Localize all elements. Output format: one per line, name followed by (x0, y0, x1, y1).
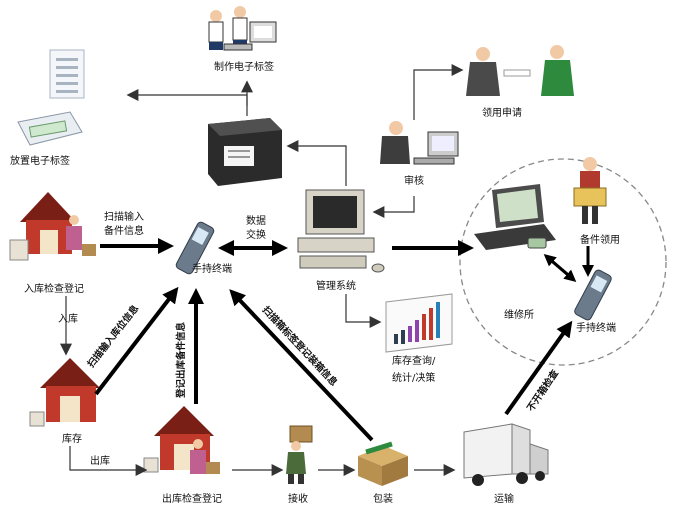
laptop-icon (474, 184, 556, 250)
computer-icon (413, 131, 459, 165)
arrow-to-query (345, 294, 382, 328)
label-scan-input-2: 备件信息 (104, 224, 144, 237)
label-make-tag: 制作电子标签 (214, 60, 274, 73)
person-icon (232, 6, 248, 50)
label-query-1: 库存查询/ (392, 354, 436, 367)
person-icon (66, 215, 96, 256)
handheld-terminal-icon (574, 269, 612, 321)
barn-icon (29, 358, 100, 427)
label-spare-use: 备件领用 (580, 233, 620, 246)
label-repair-shop: 维修所 (504, 308, 534, 321)
truck-icon (463, 423, 549, 486)
label-stock: 库存 (62, 432, 82, 445)
label-handheld-right: 手持终端 (576, 321, 616, 334)
label-inbound-check: 入库检查登记 (24, 282, 84, 295)
label-handheld-center: 手持终端 (192, 262, 232, 275)
computer-icon (223, 21, 277, 51)
tag-icon (17, 111, 83, 146)
label-scan-inbound: 扫描输入库位信息 (85, 302, 142, 370)
label-scan-input-1: 扫描输入 (104, 210, 144, 223)
tag-icon (527, 237, 547, 249)
arrow-no-open-check (504, 320, 573, 416)
label-data-1: 数据 (246, 214, 266, 227)
person-icon (541, 45, 574, 96)
document-icon (503, 69, 531, 77)
computer-icon (297, 189, 385, 273)
label-outbound: 出库 (90, 454, 110, 467)
person-icon (380, 121, 410, 164)
label-outbound-check: 出库检查登记 (162, 492, 222, 505)
person-icon (208, 10, 224, 50)
arrow-scan-inbound (94, 286, 179, 396)
box-icon (358, 441, 408, 486)
person-icon (573, 157, 607, 224)
person-icon (190, 439, 220, 474)
label-scan-box: 扫描箱标签登记装箱信息 (260, 304, 340, 389)
repair-shop-boundary (459, 158, 667, 366)
barn-icon (143, 406, 214, 473)
label-register-outbound: 登记出库备件信息 (175, 321, 187, 399)
arrow-review-to-system (372, 196, 415, 218)
arrow-outbound (69, 446, 148, 476)
label-data-2: 交换 (246, 228, 266, 241)
tag-icon (49, 49, 85, 99)
arrow-to-apply (413, 64, 464, 120)
label-transport: 运输 (494, 492, 514, 505)
bar-chart-icon (385, 293, 453, 353)
label-review: 审核 (404, 174, 424, 187)
arrow-handheld-to-laptop (543, 254, 575, 282)
person-icon (286, 425, 313, 484)
arrow-to-printer (286, 140, 347, 186)
label-no-open: 不开箱检查 (525, 367, 562, 414)
handheld-terminal-icon (175, 221, 215, 275)
label-inbound: 入库 (58, 312, 78, 325)
label-mgmt-system: 管理系统 (316, 279, 356, 292)
arrow-to-place-tag (126, 89, 248, 106)
label-apply: 领用申请 (482, 106, 522, 119)
label-receive: 接收 (288, 492, 308, 505)
person-icon (466, 47, 500, 96)
label-place-tag: 放置电子标签 (10, 154, 70, 167)
label-pack: 包装 (373, 492, 393, 505)
label-query-2: 统计/决策 (392, 371, 435, 384)
printer-icon (208, 118, 282, 186)
arrow-scan-box (229, 289, 374, 442)
barn-icon (9, 192, 76, 261)
